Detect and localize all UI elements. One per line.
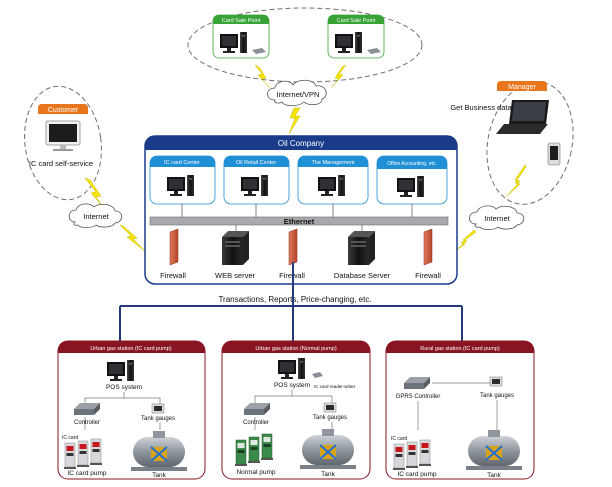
card-sale-point-left[interactable]: Card Sale Point [212, 14, 270, 59]
card-sale-point-right[interactable]: Card Sale Point [327, 14, 385, 59]
svg-text:IC card Center: IC card Center [164, 160, 200, 166]
svg-text:Tank gauges: Tank gauges [313, 415, 347, 421]
firewall-left-label: Firewall [160, 271, 186, 280]
lightning-bolt-icon [84, 177, 106, 210]
station-title: Rural gas station (IC card pump) [420, 346, 500, 352]
lightning-bolt-icon [288, 107, 301, 135]
svg-text:Controller: Controller [243, 420, 269, 426]
database-server-icon [348, 231, 375, 265]
department-office-accounting[interactable]: Office Accounting, etc. [376, 155, 448, 205]
svg-text:IC card: IC card [391, 436, 407, 442]
customer-internet-cloud: Internet [68, 203, 123, 229]
ic-card-pump-icon [392, 443, 406, 471]
normal-pump-icon [247, 436, 261, 464]
card-reader-icon [312, 372, 323, 378]
smartphone-icon [547, 142, 561, 166]
ic-card-pump-icon [89, 438, 103, 466]
station-urban-ic-card: Urban gas station (IC card pump) POS sys… [57, 340, 206, 480]
svg-text:IC card: IC card [62, 435, 78, 441]
ethernet-bus: Ethernet [149, 216, 449, 226]
internet-vpn-cloud: Internet/VPN [267, 79, 327, 107]
ic-card-pump-icon [405, 441, 419, 469]
laptop-icon [496, 100, 549, 134]
department-ic-card-center[interactable]: IC card Center [149, 155, 216, 205]
self-service-terminal-icon [45, 120, 81, 151]
customer-badge: Customer [38, 104, 88, 114]
svg-text:Tank: Tank [487, 472, 501, 479]
card-sale-point-left-label: Card Sale Point [222, 18, 261, 24]
firewall-left-icon [169, 228, 179, 266]
web-server-icon [222, 231, 249, 265]
station-rural-ic-card: Rural gas station (IC card pump) GPRS Co… [385, 340, 535, 480]
station-urban-normal: Urban gas station (Normal pump) POS syst… [221, 340, 371, 480]
svg-text:The Management: The Management [311, 160, 355, 166]
svg-text:POS system: POS system [274, 382, 310, 389]
tank-gauge-icon [151, 403, 165, 414]
card-reader-icon [367, 48, 381, 54]
tank-gauge-icon [323, 402, 337, 413]
ic-card-pump-icon [76, 440, 90, 468]
database-server-label: Database Server [334, 271, 391, 280]
station-title: Urban gas station (IC card pump) [90, 346, 171, 352]
ic-card-pump-icon [418, 439, 432, 467]
normal-pump-icon [234, 439, 248, 467]
internet-vpn-label: Internet/VPN [277, 90, 320, 99]
normal-pump-icon [260, 433, 274, 461]
svg-text:IC card pump: IC card pump [67, 470, 106, 477]
svg-text:Tank: Tank [152, 472, 166, 479]
svg-text:Oil Retail Center: Oil Retail Center [236, 160, 277, 166]
manager-caption: Get Business data [450, 103, 512, 112]
svg-text:IC card reader-writer: IC card reader-writer [314, 384, 356, 389]
lightning-bolt-icon [450, 229, 477, 255]
customer-caption: IC card self-service [29, 159, 93, 168]
svg-text:Internet: Internet [484, 214, 510, 223]
svg-text:Normal pump: Normal pump [236, 469, 275, 476]
manager-internet-cloud: Internet [468, 205, 525, 231]
svg-text:Tank: Tank [321, 471, 335, 478]
svg-text:Controller: Controller [74, 420, 100, 426]
manager-cloud [486, 81, 574, 205]
lightning-bolt-icon [506, 164, 527, 197]
svg-text:Customer: Customer [48, 107, 79, 114]
ic-card-pump-icon [63, 442, 77, 470]
transactions-label: Transactions, Reports, Price-changing, e… [218, 295, 371, 304]
svg-text:Internet: Internet [83, 212, 109, 221]
manager-badge: Manager [497, 81, 547, 91]
card-reader-icon [252, 48, 266, 54]
lightning-bolt-icon [330, 64, 347, 89]
svg-text:POS system: POS system [106, 384, 142, 391]
svg-text:Tank gauges: Tank gauges [480, 393, 514, 399]
lightning-bolt-icon [119, 224, 147, 253]
svg-text:GPRS Controller: GPRS Controller [396, 394, 441, 400]
svg-text:Office Accounting, etc.: Office Accounting, etc. [387, 161, 437, 167]
firewall-middle-icon [288, 228, 298, 266]
oil-company-title: Oil Company [278, 139, 324, 148]
svg-text:Tank gauges: Tank gauges [141, 416, 175, 422]
station-title: Urban gas station (Normal pump) [255, 346, 336, 352]
department-the-management[interactable]: The Management [297, 155, 369, 205]
firewall-right-label: Firewall [415, 271, 441, 280]
firewall-right-icon [423, 228, 433, 266]
lightning-bolt-icon [254, 64, 271, 89]
svg-text:Manager: Manager [508, 84, 536, 91]
card-sale-point-right-label: Card Sale Point [337, 18, 376, 24]
ethernet-label: Ethernet [284, 217, 315, 226]
customer-cloud [24, 85, 102, 201]
web-server-label: WEB server [215, 271, 256, 280]
department-oil-retail-center[interactable]: Oil Retail Center [223, 155, 290, 205]
svg-text:IC card pump: IC card pump [397, 471, 436, 478]
tank-gauge-icon [489, 376, 503, 387]
